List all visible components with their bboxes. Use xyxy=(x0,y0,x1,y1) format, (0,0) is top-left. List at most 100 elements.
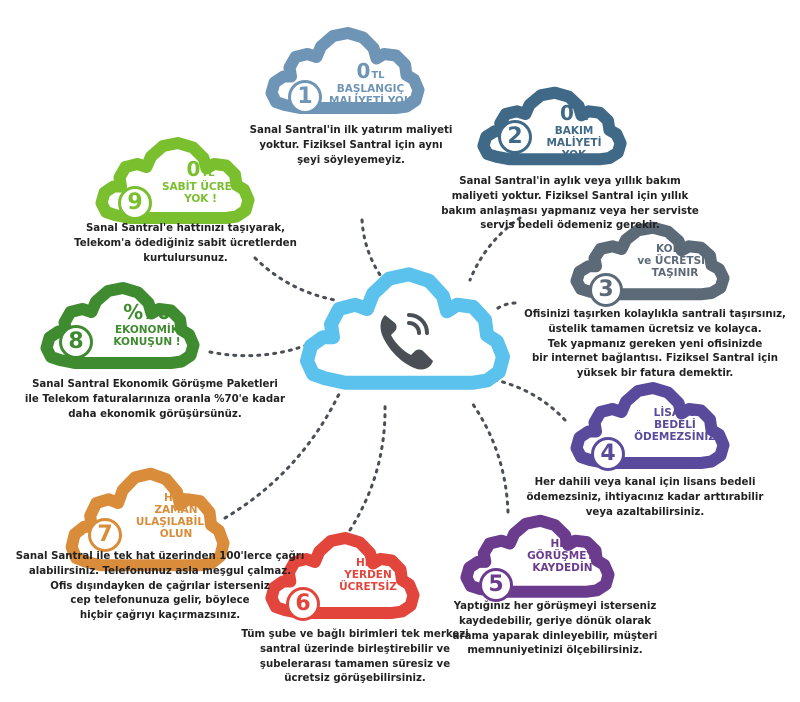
cloud-label-line: HER xyxy=(550,538,575,550)
cloud-label-line: ZAMAN xyxy=(154,504,198,517)
desc-9: Sanal Santral'e hattınızı taşıyarak,Tele… xyxy=(68,222,303,266)
cloud-label-line: MALİYETİ YOK xyxy=(546,137,602,162)
desc-7: Sanal Santral ile tek hat üzerinden 100'… xyxy=(15,550,305,624)
description-line: daha ekonomik görüşürsünüz. xyxy=(68,408,242,420)
description-line: cep telefonunuza gelir, böylece xyxy=(70,595,250,607)
description-line: bir internet bağlantısı. Fiziksel Santra… xyxy=(531,353,779,365)
description-line: yoktur. Fiziksel Santral için aynı xyxy=(259,139,443,151)
cloud-label-line: BEDELİ xyxy=(654,419,696,432)
connector-c8 xyxy=(208,340,317,358)
description-line: veya azaltabilirsiniz. xyxy=(585,506,705,518)
cloud-unit: TL xyxy=(574,112,589,123)
cloud-shape xyxy=(300,267,510,390)
cloud-label-line: BAKIM xyxy=(554,125,594,137)
connector-c9 xyxy=(253,256,337,302)
description-line: Sanal Santral Ekonomik Görüşme Paketleri xyxy=(32,379,278,390)
cloud-label-line: ÜCRETSİZ xyxy=(339,581,397,594)
connector-c7 xyxy=(223,390,342,520)
center-cloud xyxy=(300,267,510,400)
desc-6: Tüm şube ve bağlı birimleri tek merkezi s… xyxy=(230,628,480,687)
description-line: Sanal Santral'in aylık veya yıllık bakım xyxy=(459,176,681,187)
description-line: memnuniyetinizi ölçebilirsiniz. xyxy=(467,645,643,657)
number-badge: 2 xyxy=(498,120,532,154)
cloud-label-line: HER xyxy=(163,492,189,504)
description-line: şubelerarası tamamen süresiz ve xyxy=(259,658,451,670)
description-line: Sanal Santral'in ilk yatırım maliyeti xyxy=(249,125,453,136)
description-line: Sanal Santral'e hattınızı taşıyarak, xyxy=(85,223,286,234)
number-badge: 1 xyxy=(288,80,322,114)
cloud-big-value: 0TL xyxy=(186,157,215,181)
cloud-label-line: MALİYETİ YOK xyxy=(329,95,412,108)
cloud-unit: TL xyxy=(201,168,215,179)
number-badge: 7 xyxy=(88,518,122,552)
cloud-label-line: ULAŞILABİLİR xyxy=(135,516,217,529)
cloud-label-line: KOLAY xyxy=(655,243,694,255)
number-badge: 8 xyxy=(59,325,93,359)
description-line: arama yaparak dinleyebilir, müşteri xyxy=(452,630,658,642)
description-line: Ofis dışındayken de çağrılar isterseniz xyxy=(50,580,270,592)
cloud-big-value: %70 xyxy=(123,300,171,324)
cloud-unit: TL xyxy=(371,70,385,81)
description-line: maliyeti yoktur. Fiziksel Santral için y… xyxy=(451,190,689,202)
description-line: şeyi söyleyemeyiz. xyxy=(297,154,405,166)
description-line: Sanal Santral ile tek hat üzerinden 100'… xyxy=(15,551,305,562)
description-line: ile Telekom faturalarınıza oranla %70'e … xyxy=(24,393,286,405)
description-line: ücretsiz görüşebilirsiniz. xyxy=(284,673,426,685)
cloud-big-value: 0TL xyxy=(356,59,385,83)
description-line: Tek yapmanız gereken yeni ofisinizde xyxy=(547,338,763,350)
phone-icon xyxy=(380,313,433,370)
cloud-label-line: LİSANS xyxy=(653,407,697,419)
description-line: santral üzerinde birleştirebilir ve xyxy=(259,643,451,655)
connector-c3 xyxy=(493,301,517,312)
desc-1: Sanal Santral'in ilk yatırım maliyeti yok… xyxy=(236,124,466,168)
cloud-label-line: GÖRÜŞMEYİ xyxy=(527,550,598,563)
cloud-label-line: EKONOMİK xyxy=(115,324,179,336)
cloud-label-line: YERDEN xyxy=(344,569,392,582)
description-line: Yaptığınız her görüşmeyi isterseniz xyxy=(453,601,657,612)
cloud-label-line: YOK ! xyxy=(184,193,217,206)
description-line: hiçbir çağrıyı kaçırmazsınız. xyxy=(79,610,241,622)
description-line: üstelik tamamen ücretsiz ve kolayca. xyxy=(548,323,762,335)
cloud-label-line: ÖDEMEZSİNİZ xyxy=(634,431,716,444)
connector-c5 xyxy=(468,398,510,514)
number-badge: 3 xyxy=(589,273,623,307)
cloud-label-line: BAŞLANGIÇ xyxy=(336,83,405,95)
cloud-label-line: HER xyxy=(355,557,381,569)
connector-c6 xyxy=(348,403,387,532)
number-badge: 5 xyxy=(479,568,513,602)
desc-8: Sanal Santral Ekonomik Görüşme Paketleri… xyxy=(20,378,290,422)
connector-c4 xyxy=(493,378,567,422)
desc-3: Ofisinizi taşırken kolaylıkla santrali t… xyxy=(510,308,800,382)
cloud-label-line: KONUŞUN ! xyxy=(113,336,181,349)
description-line: kurtulursunuz. xyxy=(143,252,228,264)
description-line: Ofisinizi taşırken kolaylıkla santrali t… xyxy=(524,309,786,320)
description-line: alabilirsiniz. Telefonunuz asla meşgul ç… xyxy=(28,565,292,577)
desc-4: Her dahili veya kanal için lisans bedeli… xyxy=(520,476,770,520)
description-line: Tüm şube ve bağlı birimleri tek merkezi xyxy=(241,629,469,640)
cloud-label-line: TAŞINIR xyxy=(651,267,699,280)
number-badge: 6 xyxy=(286,587,320,621)
cloud-big-value: 0TL xyxy=(559,101,589,125)
cloud-label-line: KAYDEDİN xyxy=(532,562,593,575)
cloud-label-line: SABİT ÜCRET xyxy=(161,181,240,193)
connector-c2 xyxy=(468,216,522,282)
cloud-label-line: OLUN xyxy=(159,528,193,541)
